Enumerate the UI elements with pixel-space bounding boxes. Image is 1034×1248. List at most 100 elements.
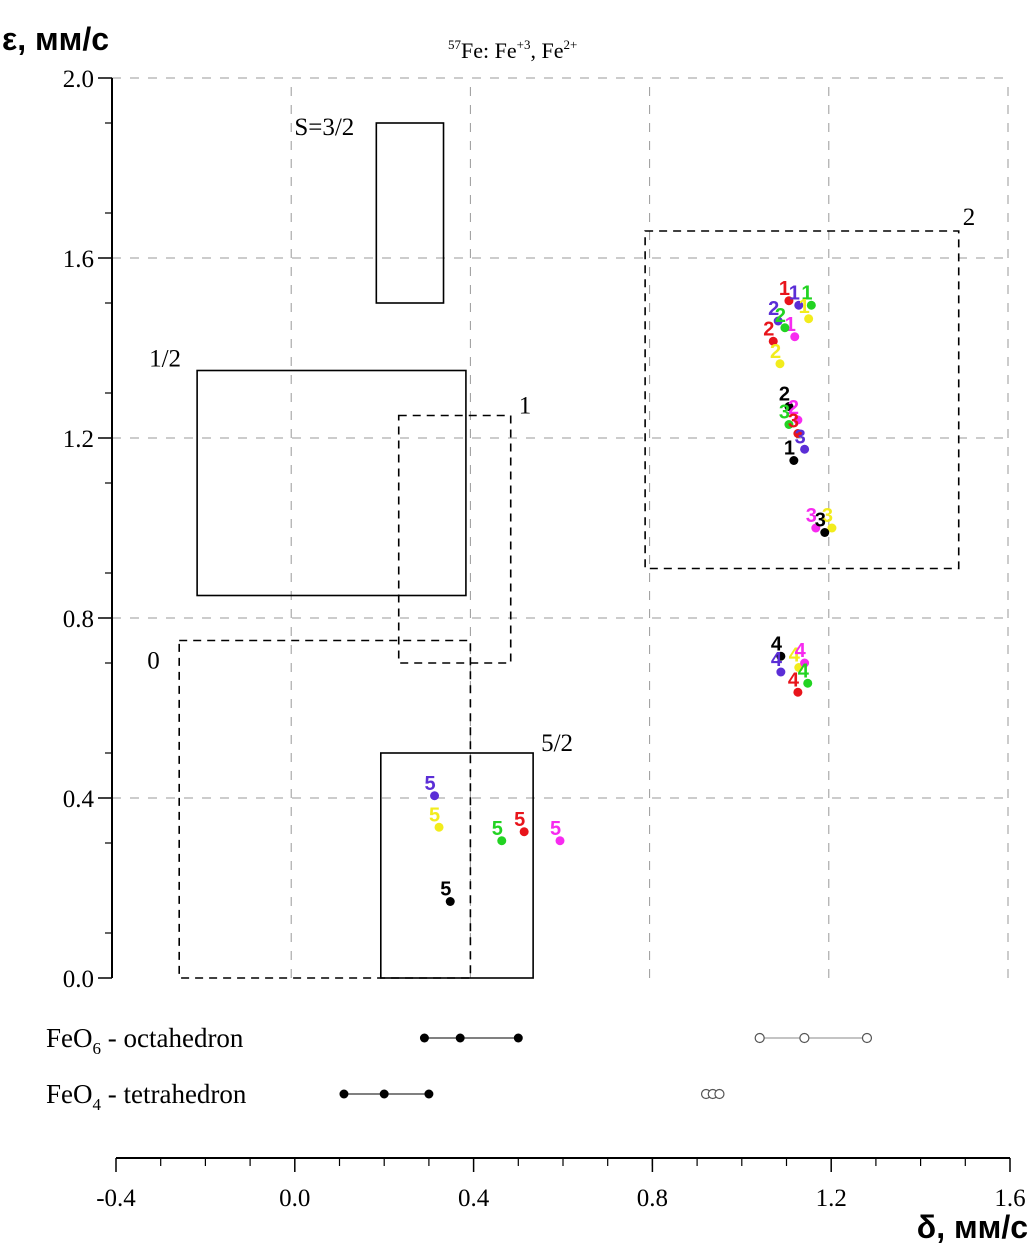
data-point xyxy=(784,402,794,411)
data-point-label: 3 xyxy=(806,505,817,527)
data-point-label: 4 xyxy=(798,660,810,682)
data-point xyxy=(784,420,794,429)
reference-filled-point xyxy=(424,1089,434,1099)
data-point-label: 2 xyxy=(763,318,774,340)
data-point xyxy=(811,523,821,533)
y-tick-label: 2.0 xyxy=(63,66,94,93)
region-label: 1 xyxy=(519,393,532,420)
data-point-label: 1 xyxy=(789,282,800,304)
region-box xyxy=(379,752,534,979)
x-tick-label: -0.4 xyxy=(96,1185,136,1212)
data-point xyxy=(430,791,440,801)
reference-open-point xyxy=(754,1032,765,1044)
region-label: 5/2 xyxy=(541,730,573,757)
data-point xyxy=(793,429,803,438)
region-box xyxy=(375,122,445,304)
data-point-label: 5 xyxy=(514,809,525,831)
data-point xyxy=(497,836,507,846)
data-point-label: 1 xyxy=(779,278,790,300)
data-point-label: 1 xyxy=(799,296,810,318)
data-point xyxy=(804,314,814,324)
data-point-label: 4 xyxy=(795,640,807,662)
data-point xyxy=(789,456,799,465)
data-point-label: 3 xyxy=(788,411,799,433)
axes: 0.0 0.4 0.8 1.2 1.6 2.0 -0.4 0.0 0.4 0.8 1.2 1.6 xyxy=(63,66,1026,1212)
data-point-label: 1 xyxy=(784,438,795,460)
data-point-label: 5 xyxy=(440,879,451,901)
data-point-label: 2 xyxy=(768,298,779,320)
reference-open-point xyxy=(714,1088,725,1100)
data-point xyxy=(790,332,800,342)
data-point-label: 4 xyxy=(788,669,800,691)
regions: S=3/2 1/2 1 0 5/2 2 xyxy=(147,114,976,979)
region-label: 0 xyxy=(147,648,160,675)
reference-filled-point xyxy=(513,1033,523,1043)
reference-filled-point xyxy=(379,1089,389,1099)
region-box xyxy=(196,369,467,597)
data-point-label: 2 xyxy=(779,384,790,406)
reference-filled-point xyxy=(455,1033,465,1043)
x-tick-label: 0.8 xyxy=(637,1185,668,1212)
y-tick-label: 0.8 xyxy=(63,606,94,633)
reference-open-point xyxy=(799,1032,810,1044)
x-tick-label: 1.2 xyxy=(816,1185,847,1212)
data-point xyxy=(793,687,803,697)
data-point xyxy=(803,678,813,688)
data-point xyxy=(555,836,565,846)
data-point xyxy=(775,359,785,369)
chart-title: 57Fe: Fe+3, Fe2+ xyxy=(448,37,577,63)
reference-row-label: FeO6 - octahedron xyxy=(46,1023,244,1058)
data-point-label: 4 xyxy=(771,633,783,655)
data-point-label: 3 xyxy=(779,402,790,424)
data-point-label: 2 xyxy=(775,305,786,327)
x-axis-title: δ, мм/с xyxy=(917,1209,1028,1245)
y-axis-title: ε, мм/с xyxy=(2,21,109,57)
region-box xyxy=(397,414,512,664)
data-point-label: 4 xyxy=(789,645,801,667)
data-point-label: 2 xyxy=(770,341,781,363)
region-label: S=3/2 xyxy=(294,114,354,141)
data-point-label: 3 xyxy=(795,426,806,448)
data-point-label: 5 xyxy=(429,804,440,826)
data-point xyxy=(800,658,810,668)
y-tick-label: 1.2 xyxy=(63,426,94,453)
data-point xyxy=(434,822,444,832)
data-point-label: 1 xyxy=(785,314,796,336)
region-label: 1/2 xyxy=(149,346,181,373)
data-point xyxy=(776,667,786,677)
region-label: 2 xyxy=(963,204,976,231)
x-tick-label: 0.4 xyxy=(458,1185,490,1212)
reference-row-label: FeO4 - tetrahedron xyxy=(46,1079,247,1114)
region-box xyxy=(644,230,960,570)
data-point-label: 4 xyxy=(771,649,783,671)
reference-filled-point xyxy=(419,1033,429,1043)
data-point xyxy=(794,300,804,310)
data-point-label: 3 xyxy=(822,505,833,527)
data-point xyxy=(776,651,786,661)
data-point xyxy=(768,336,778,346)
region-box xyxy=(178,639,472,979)
reference-filled-point xyxy=(339,1089,349,1099)
data-point-label: 2 xyxy=(788,397,799,419)
data-point-label: 3 xyxy=(815,510,826,532)
data-point xyxy=(784,296,794,306)
x-tick-label: 1.6 xyxy=(994,1185,1025,1212)
data-point-label: 5 xyxy=(492,818,503,840)
data-point xyxy=(820,528,830,537)
y-tick-label: 0.0 xyxy=(63,966,94,993)
data-point xyxy=(827,523,837,533)
data-point xyxy=(445,897,455,906)
reference-open-point xyxy=(861,1032,873,1044)
x-tick-label: 0.0 xyxy=(279,1185,310,1212)
data-point xyxy=(800,444,810,454)
data-point-label: 5 xyxy=(425,773,436,795)
data-point-label: 5 xyxy=(550,818,561,840)
data-point xyxy=(793,415,803,425)
data-point-label: 1 xyxy=(801,282,812,304)
y-tick-label: 0.4 xyxy=(63,786,95,813)
y-tick-label: 1.6 xyxy=(63,246,94,273)
data-point xyxy=(806,300,816,310)
